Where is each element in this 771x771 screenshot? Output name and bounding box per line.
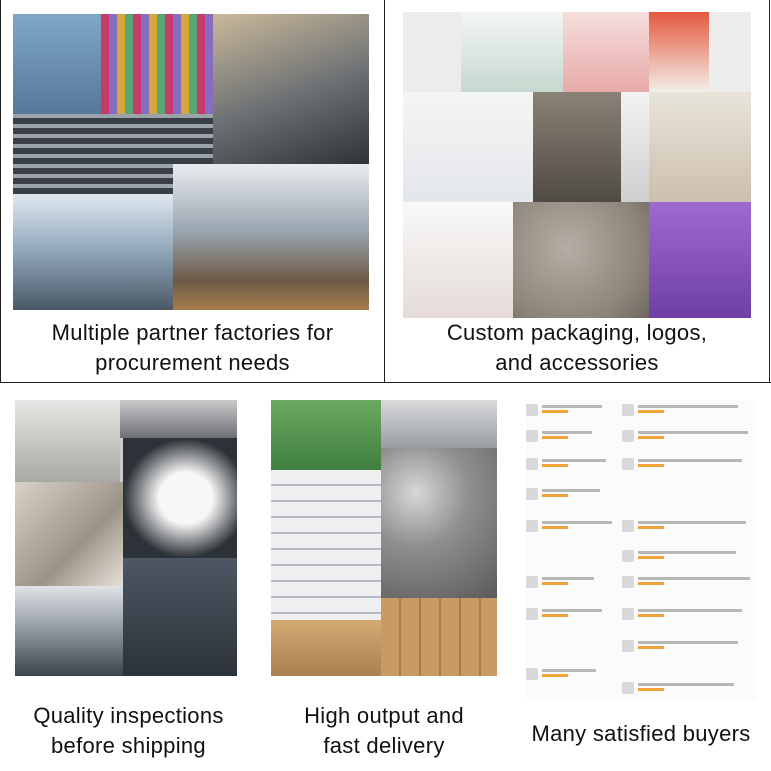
review-listing bbox=[622, 550, 756, 562]
review-listing bbox=[526, 404, 756, 416]
panel-custom-packaging: Custom packaging, logos, and accessories bbox=[385, 0, 769, 382]
purple-box-image bbox=[649, 202, 751, 318]
branded-box-image bbox=[649, 12, 709, 92]
caption-line-1: Quality inspections bbox=[33, 703, 224, 728]
divider-left-edge bbox=[0, 0, 1, 382]
caption-partner-factories: Multiple partner factories for procureme… bbox=[1, 318, 384, 378]
review-listing bbox=[526, 576, 756, 588]
inspection-photo-collage bbox=[15, 400, 237, 676]
cosmetic-bottle-image bbox=[403, 202, 513, 318]
caption-line-1: Many satisfied buyers bbox=[531, 721, 751, 746]
review-listing bbox=[526, 488, 756, 500]
review-listing bbox=[622, 682, 756, 694]
caption-line-2: fast delivery bbox=[323, 733, 445, 758]
gift-bag-image bbox=[533, 92, 621, 202]
colored-stock-rack-image bbox=[101, 14, 213, 114]
mini-fans-image bbox=[403, 92, 533, 202]
panel-satisfied-buyers: Many satisfied buyers bbox=[511, 383, 771, 771]
caption-custom-packaging: Custom packaging, logos, and accessories bbox=[385, 318, 769, 378]
caption-high-output: High output and fast delivery bbox=[257, 701, 511, 761]
inspection-shelf-image bbox=[15, 400, 120, 482]
caption-line-2: and accessories bbox=[495, 350, 659, 375]
production-line-image-2 bbox=[173, 164, 369, 310]
green-boxes-image bbox=[271, 400, 381, 470]
caption-line-1: High output and bbox=[304, 703, 464, 728]
panel-high-output: High output and fast delivery bbox=[257, 383, 511, 771]
review-listing bbox=[526, 520, 756, 532]
water-bottle-image bbox=[621, 92, 649, 202]
panel-partner-factories: Multiple partner factories for procureme… bbox=[1, 0, 384, 382]
panel-quality-inspections: Quality inspections before shipping bbox=[0, 383, 257, 771]
output-photo-collage bbox=[271, 400, 497, 676]
plush-label-image bbox=[513, 202, 649, 318]
review-listing bbox=[526, 458, 756, 470]
headband-image bbox=[649, 92, 751, 202]
blister-pack-image bbox=[461, 12, 563, 92]
caption-quality-inspections: Quality inspections before shipping bbox=[0, 701, 257, 761]
review-listing bbox=[622, 430, 756, 442]
review-listing bbox=[622, 520, 756, 532]
caption-line-2: before shipping bbox=[51, 733, 206, 758]
factory-photo-collage bbox=[13, 14, 369, 310]
inspection-table-image bbox=[15, 586, 123, 676]
factory-worker-image bbox=[213, 14, 369, 164]
review-listing bbox=[526, 608, 756, 620]
satin-fabric-image bbox=[15, 482, 123, 586]
divider-vertical-top bbox=[384, 0, 385, 382]
review-listing bbox=[622, 640, 756, 652]
pink-mask-image bbox=[563, 12, 649, 92]
white-garment-image bbox=[123, 438, 237, 558]
divider-horizontal-middle bbox=[0, 382, 771, 383]
review-listing bbox=[622, 576, 756, 588]
caption-line-2: procurement needs bbox=[95, 350, 290, 375]
cookware-image bbox=[381, 448, 497, 598]
shipping-boxes-image bbox=[381, 598, 497, 676]
packaging-photo-collage bbox=[403, 12, 751, 318]
inspector-image bbox=[120, 400, 237, 438]
buyer-reviews-collage bbox=[526, 400, 756, 700]
caption-satisfied-buyers: Many satisfied buyers bbox=[511, 719, 771, 749]
divider-right-edge bbox=[769, 0, 770, 382]
caption-line-1: Multiple partner factories for bbox=[51, 320, 334, 345]
review-listing bbox=[622, 404, 756, 416]
review-listing bbox=[622, 608, 756, 620]
review-listing bbox=[526, 668, 756, 680]
caption-line-1: Custom packaging, logos, bbox=[446, 320, 708, 345]
review-listing bbox=[526, 430, 756, 442]
stock-room-image bbox=[381, 400, 497, 448]
cardboard-cartons-image bbox=[271, 620, 381, 676]
review-listing bbox=[622, 458, 756, 470]
production-line-image-1 bbox=[13, 194, 173, 310]
red-cable-image bbox=[123, 558, 237, 676]
